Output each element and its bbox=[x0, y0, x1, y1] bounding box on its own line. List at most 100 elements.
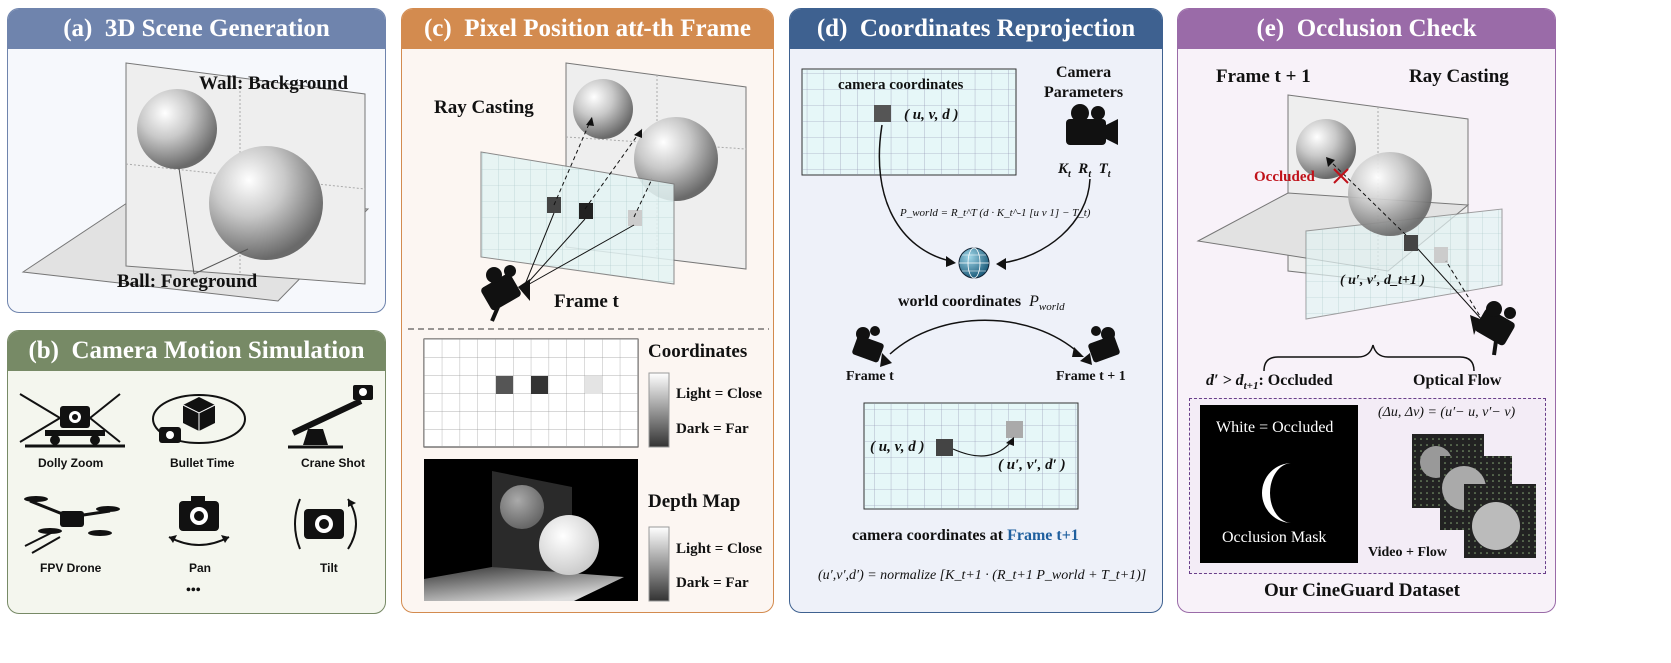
panel-header: (d) Coordinates Reprojection bbox=[790, 9, 1162, 49]
scene-illustration bbox=[21, 62, 370, 302]
camera-coords-at-label: camera coordinates at Frame t+1 bbox=[852, 527, 1079, 545]
panel-tag: (e) bbox=[1256, 15, 1285, 42]
camera-params-symbols: Kt Rt Tt bbox=[1058, 161, 1111, 180]
frame-t-label: Frame t bbox=[554, 291, 619, 312]
panel-title: Pixel Position at bbox=[464, 15, 637, 42]
crane-shot-icon bbox=[288, 385, 373, 449]
dolly-zoom-icon bbox=[19, 393, 125, 448]
depth-light-close: Light = Close bbox=[676, 541, 763, 557]
ray-casting-label: Ray Casting bbox=[434, 97, 534, 118]
panel-tag: (d) bbox=[816, 15, 848, 42]
panel-title: Occlusion Check bbox=[1296, 15, 1477, 42]
occlusion-illustration bbox=[1196, 94, 1516, 372]
optical-flow-label: Optical Flow bbox=[1413, 372, 1502, 389]
frame-t1-label: Frame t + 1 bbox=[1056, 369, 1126, 384]
camera-coords-at-text: camera coordinates at bbox=[852, 527, 1008, 544]
coords-dark-far: Dark = Far bbox=[676, 421, 749, 437]
panel-tag: (a) bbox=[63, 15, 93, 42]
panel-tag: (c) bbox=[423, 15, 452, 42]
uvd-prime-label: ( u′, v′, d′ ) bbox=[998, 457, 1066, 473]
panel-header: (b) Camera Motion Simulation bbox=[8, 331, 385, 371]
camera-parameters-icon bbox=[1066, 104, 1118, 145]
k-subscript: t bbox=[1068, 169, 1071, 180]
frame-t1-camera-icon bbox=[1080, 326, 1120, 365]
occluded-label: Occluded bbox=[1254, 169, 1315, 185]
normalize-formula: (u′,v′,d′) = normalize [K_t+1 · (R_t+1 P… bbox=[818, 568, 1147, 583]
video-flow-frames bbox=[1412, 434, 1536, 558]
t-subscript: t bbox=[1107, 169, 1111, 180]
pworld-subscript: world bbox=[1038, 301, 1065, 314]
bullet-time-icon bbox=[152, 394, 246, 444]
panel-tag: (b) bbox=[28, 337, 59, 364]
coordinates-colorbar bbox=[648, 372, 670, 448]
panel-header: (c) Pixel Position at t-th Frame bbox=[402, 9, 773, 49]
depth-map-title: Depth Map bbox=[648, 491, 741, 512]
frame-t1-label: Frame t + 1 bbox=[1216, 66, 1311, 87]
panel-title-suffix: -th Frame bbox=[643, 15, 751, 42]
panel-title-t: t bbox=[636, 15, 644, 42]
depth-colorbar bbox=[648, 526, 670, 602]
uvd-label-2: ( u, v, d ) bbox=[870, 439, 925, 455]
uvd-label: ( u, v, d ) bbox=[904, 107, 959, 123]
white-occluded-label: White = Occluded bbox=[1216, 419, 1334, 436]
frame-t-camera-icon bbox=[852, 326, 892, 367]
camera-icon bbox=[1470, 301, 1516, 356]
panel-title: Camera Motion Simulation bbox=[71, 337, 365, 364]
ray-casting-label: Ray Casting bbox=[1409, 66, 1509, 87]
uvd-prime-label: ( u′, v′, d_t+1 ) bbox=[1340, 273, 1426, 288]
reprojection-diagram bbox=[801, 68, 1120, 510]
large-ball bbox=[209, 146, 323, 260]
motion-label-crane-shot: Crane Shot bbox=[301, 456, 366, 470]
panel-occlusion-check: (e) Occlusion Check Frame bbox=[1177, 8, 1556, 613]
t-symbol: T bbox=[1098, 161, 1108, 177]
panel-title: Coordinates Reprojection bbox=[859, 15, 1136, 42]
ball-label: Ball: Foreground bbox=[117, 271, 258, 292]
world-coordinates-text: world coordinates bbox=[898, 293, 1022, 310]
panel-title: 3D Scene Generation bbox=[104, 15, 330, 42]
panel-coordinates-reprojection: (d) Coordinates Reprojection bbox=[789, 8, 1163, 613]
panel-header: (a) 3D Scene Generation bbox=[8, 9, 385, 49]
frame-t1-highlight: Frame t+1 bbox=[1007, 527, 1079, 544]
motion-label-fpv-drone: FPV Drone bbox=[40, 561, 102, 575]
world-coordinates-label: world coordinates Pworld bbox=[898, 293, 1065, 313]
occlusion-mask-image bbox=[1200, 405, 1358, 563]
wall-label: Wall: Background bbox=[199, 73, 349, 94]
camera-params-label-1: Camera bbox=[1056, 64, 1112, 81]
camera-coordinates-label: camera coordinates bbox=[838, 77, 964, 93]
coords-light-close: Light = Close bbox=[676, 386, 763, 402]
depth-dark-far: Dark = Far bbox=[676, 575, 749, 591]
coordinates-title: Coordinates bbox=[648, 341, 748, 362]
camera-icon bbox=[481, 265, 530, 322]
dataset-title: Our CineGuard Dataset bbox=[1264, 580, 1460, 601]
video-flow-label: Video + Flow bbox=[1368, 545, 1448, 560]
panel-3d-scene-generation: (a) 3D Scene Generation Wall: Background… bbox=[7, 8, 386, 313]
panel-camera-motion-simulation: (b) Camera Motion Simulation Dolly Zoom … bbox=[7, 330, 386, 614]
depth-map-image bbox=[424, 459, 638, 601]
fpv-drone-icon bbox=[24, 496, 120, 554]
condition-text: d′ > d bbox=[1206, 372, 1244, 389]
r-symbol: R bbox=[1078, 161, 1089, 177]
occlusion-mask-label: Occlusion Mask bbox=[1222, 529, 1327, 546]
small-ball bbox=[137, 89, 217, 169]
occlusion-condition: d′ > dt+1: Occluded bbox=[1206, 372, 1333, 392]
condition-subscript: t+1 bbox=[1243, 380, 1259, 393]
ray-casting-illustration bbox=[408, 62, 769, 330]
more-motions: ••• bbox=[186, 583, 201, 598]
panel-header: (e) Occlusion Check bbox=[1178, 9, 1555, 49]
pworld-formula: P_world = R_t^T (d · K_t^-1 [u v 1] − T_… bbox=[900, 207, 1091, 219]
motion-label-bullet-time: Bullet Time bbox=[170, 456, 235, 470]
pworld-symbol: P bbox=[1029, 293, 1039, 310]
tilt-icon bbox=[294, 498, 357, 550]
r-subscript: t bbox=[1088, 169, 1092, 180]
motion-label-tilt: Tilt bbox=[320, 561, 338, 575]
coordinates-grid bbox=[423, 338, 639, 448]
motion-label-dolly-zoom: Dolly Zoom bbox=[38, 456, 104, 470]
panel-pixel-position: (c) Pixel Position at t-th Frame bbox=[401, 8, 774, 613]
flow-formula: (Δu, Δv) = (u′− u, v′− v) bbox=[1378, 405, 1516, 420]
pan-icon bbox=[168, 496, 230, 546]
k-symbol: K bbox=[1058, 161, 1069, 177]
condition-suffix: : Occluded bbox=[1258, 372, 1333, 389]
frame-t-label: Frame t bbox=[846, 369, 894, 384]
camera-params-label-2: Parameters bbox=[1044, 84, 1124, 101]
motion-label-pan: Pan bbox=[189, 561, 212, 575]
